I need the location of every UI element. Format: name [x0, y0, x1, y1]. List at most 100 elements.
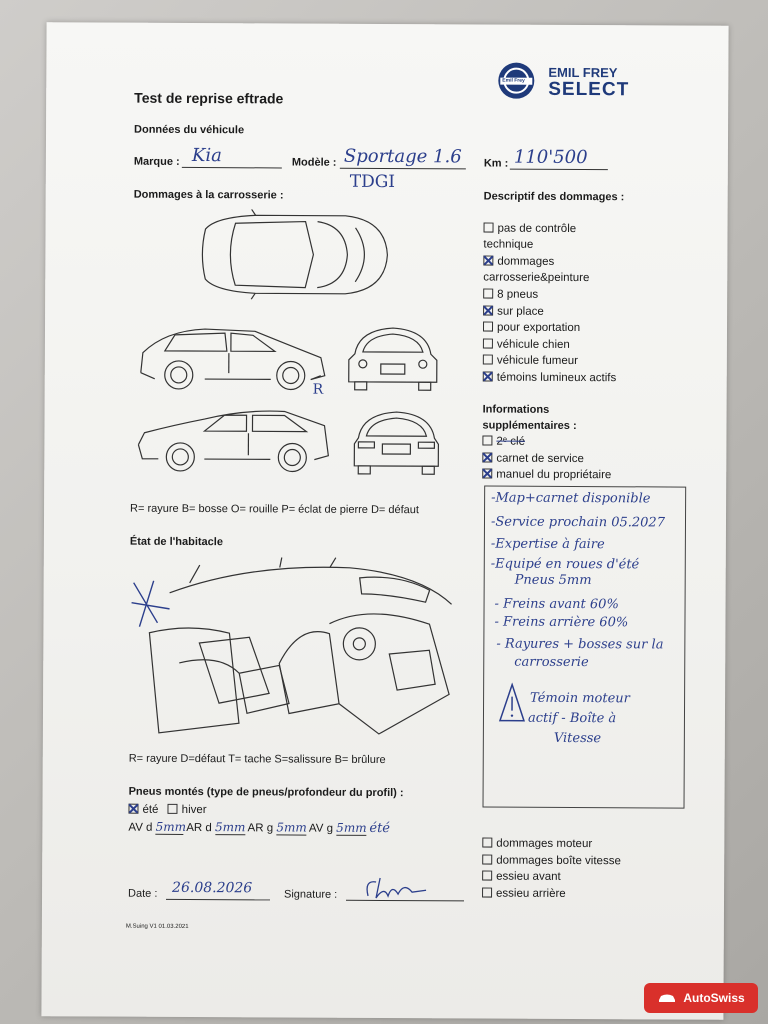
tire-ar-g-field[interactable]: 5mm — [276, 820, 307, 836]
body-damage-legend: R= rayure B= bosse O= rouille P= éclat d… — [130, 502, 420, 517]
extra-info-label-2: manuel du propriétaire — [496, 468, 612, 482]
damage-desc-checkbox-5[interactable] — [482, 338, 493, 349]
damage-desc-label-2: 8 pneus — [497, 288, 539, 301]
date-label: Date : — [128, 887, 158, 900]
date-field[interactable]: 26.08.2026 — [166, 878, 271, 901]
warning-triangle-icon — [498, 682, 525, 722]
extra-info-label-1: carnet de service — [496, 452, 584, 465]
other-damage-list: dommages moteur dommages boîte vitesse ess… — [47, 22, 729, 899]
extra-info-checkbox-1[interactable] — [482, 452, 493, 463]
damage-desc-row-0: pas de contrôle — [483, 222, 576, 236]
car-front-view-diagram[interactable] — [345, 324, 441, 393]
damage-desc-row-3: sur place — [483, 304, 544, 318]
emil-frey-logo-icon: Emil Frey — [494, 61, 538, 101]
brand-field[interactable]: Kia — [181, 144, 282, 169]
tires-title: Pneus montés (type de pneus/profondeur d… — [128, 785, 404, 800]
damage-desc-row-2: 8 pneus — [483, 288, 538, 302]
model-label: Modèle : — [291, 156, 337, 169]
damage-desc-checkbox-0[interactable] — [483, 222, 494, 233]
signature-scribble — [366, 877, 427, 899]
damage-desc-row-5: véhicule chien — [482, 337, 570, 351]
note-line-2: -Expertise à faire — [490, 536, 605, 553]
car-top-view-diagram[interactable] — [195, 209, 391, 300]
handwritten-notes-box[interactable]: -Map+carnet disponible -Service prochain … — [482, 485, 687, 809]
km-field[interactable]: 110'500 — [509, 146, 608, 171]
damage-desc-label-0: pas de contrôle — [497, 222, 577, 235]
other-damage-checkbox-3[interactable] — [482, 887, 493, 898]
form-version: M.Suing V1 01.03.2021 — [125, 923, 189, 930]
damage-desc-label-5: véhicule chien — [496, 338, 570, 351]
extra-info-title1: Informations — [482, 403, 550, 416]
vehicle-section-title: Données du véhicule — [134, 123, 245, 137]
extra-info-checkbox-0[interactable] — [482, 435, 493, 446]
inspection-form-sheet: Test de reprise eftrade Emil Frey EMIL F… — [41, 22, 729, 1020]
tire-av-g-field[interactable]: 5mm — [336, 820, 367, 836]
brand-label: Marque : — [133, 155, 180, 168]
car-icon — [659, 994, 676, 1002]
signature-field[interactable] — [346, 875, 465, 902]
interior-legend: R= rayure D=défaut T= tache S=salissure … — [128, 752, 386, 767]
other-damage-label-3: essieu arrière — [496, 887, 566, 900]
signature-label: Signature : — [284, 888, 338, 901]
other-damage-row-2: essieu avant — [482, 870, 561, 884]
car-rear-view-diagram[interactable] — [350, 408, 442, 478]
other-damage-checkbox-2[interactable] — [482, 870, 493, 881]
other-damage-checkbox-0[interactable] — [482, 837, 493, 848]
summer-checkbox[interactable] — [128, 803, 139, 814]
extra-info-checkbox-2[interactable] — [482, 468, 493, 479]
damage-desc-checkbox-6[interactable] — [482, 354, 493, 365]
tire-season-note: été — [369, 820, 391, 837]
tire-ar-d-field[interactable]: 5mm — [214, 820, 246, 836]
damage-desc-checkbox-4[interactable] — [482, 321, 494, 332]
damage-desc-title: Descriptif des dommages : — [483, 190, 625, 204]
damage-desc-label-1: dommages — [497, 255, 555, 268]
model-engine: TDGI — [349, 171, 396, 193]
car-side-view-left-diagram[interactable] — [135, 323, 327, 396]
other-damage-label-1: dommages boîte vitesse — [496, 854, 621, 867]
km-label: Km : — [483, 157, 509, 170]
extra-info-row-2: manuel du propriétaire — [482, 468, 611, 483]
damage-desc-label-7: témoins lumineux actifs — [496, 371, 617, 384]
damage-desc-label2-1: carrosserie&peinture — [483, 271, 590, 285]
note-line-11: Vitesse — [553, 730, 602, 747]
other-damage-row-1: dommages boîte vitesse — [482, 853, 621, 868]
damage-desc-label2-0: technique — [483, 238, 534, 251]
note-line-4: Pneus 5mm — [514, 572, 592, 589]
other-damage-row-3: essieu arrière — [482, 886, 566, 900]
damage-desc-list: pas de contrôle technique dommages carrosse… — [47, 22, 729, 384]
damage-desc-row-6: véhicule fumeur — [482, 354, 578, 368]
model-field[interactable]: Sportage 1.6 — [339, 145, 466, 170]
other-damage-row-0: dommages moteur — [482, 837, 592, 852]
damage-desc-checkbox-3[interactable] — [483, 305, 494, 316]
form-title: Test de reprise eftrade — [134, 89, 284, 107]
interior-damage-scribble — [131, 580, 170, 627]
damage-desc-checkbox-1[interactable] — [483, 255, 494, 266]
damage-desc-row-1: dommages — [483, 255, 554, 269]
car-side-view-right-diagram[interactable] — [134, 405, 334, 478]
other-damage-checkbox-1[interactable] — [482, 854, 493, 865]
extra-info-title2: supplémentaires : — [482, 419, 577, 433]
body-damage-title: Dommages à la carrosserie : — [133, 188, 284, 202]
brand-line2: SELECT — [548, 78, 630, 101]
tire-av-d-field[interactable]: 5mm — [155, 819, 187, 835]
damage-desc-checkbox-7[interactable] — [482, 371, 493, 382]
damage-desc-checkbox-2[interactable] — [483, 288, 494, 299]
winter-checkbox[interactable] — [167, 803, 178, 814]
damage-desc-label-3: sur place — [497, 305, 544, 318]
note-line-5: - Freins avant 60% — [494, 596, 619, 613]
damage-desc-row-4: pour exportation — [482, 321, 581, 336]
car-interior-diagram[interactable] — [129, 553, 460, 745]
note-line-8: carrosserie — [514, 654, 589, 671]
note-line-0: -Map+carnet disponible — [491, 490, 651, 507]
extra-info-row-0: 2ᵉ clé — [482, 435, 525, 449]
notes-list: -Map+carnet disponible -Service prochain … — [485, 487, 685, 747]
other-damage-label-0: dommages moteur — [496, 837, 593, 851]
tire-depth-row: AV d 5mm AR d 5mm AR g 5mm AV g 5mm été — [128, 819, 391, 837]
note-line-1: -Service prochain 05.2027 — [490, 514, 666, 531]
extra-info-row-1: carnet de service — [482, 451, 584, 466]
damage-desc-label-4: pour exportation — [496, 321, 581, 335]
extra-info-list: 2ᵉ clé carnet de service manuel du proprié… — [47, 22, 729, 481]
note-line-6: - Freins arrière 60% — [494, 614, 629, 631]
autoswiss-watermark: AutoSwiss — [644, 983, 758, 1013]
note-line-9: Témoin moteur — [530, 690, 630, 707]
